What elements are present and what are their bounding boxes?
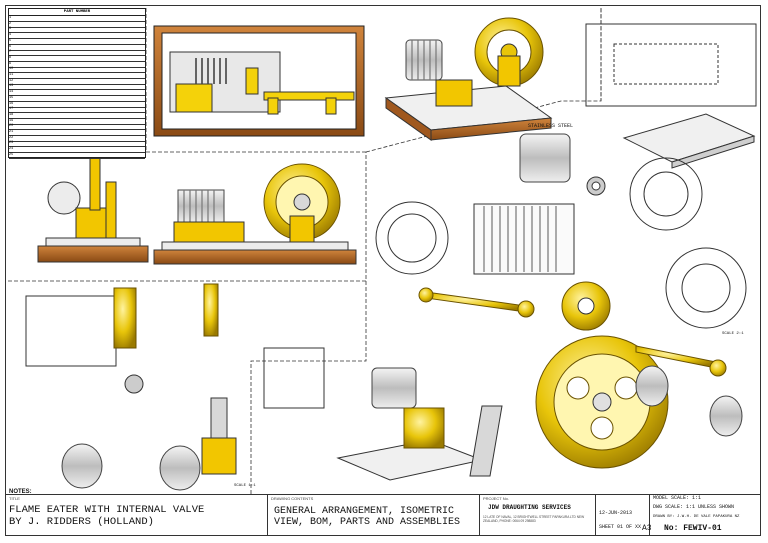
isometric-assembly (384, 17, 553, 141)
connecting-rods (418, 287, 727, 377)
scale-cell: MODEL SCALE: 1:1 DWG SCALE: 1:1 UNLESS S… (642, 495, 760, 536)
company-name: JDW DRAUGHTING SERVICES (488, 504, 571, 511)
bom-row: 2 (9, 21, 145, 28)
contents-caption: DRAWING CONTENTS (271, 496, 314, 501)
drawn-by: DRAWN BY: J.W.H. DE VALE PAPAKURA NZ (653, 515, 740, 519)
notes-label: NOTES: (9, 489, 32, 495)
cylinder-section (375, 133, 606, 275)
scale-2-1-label: SCALE 2:1 (722, 332, 744, 336)
model-scale: MODEL SCALE: 1:1 (653, 495, 702, 501)
sheet-cell: 12-JUN-2013 SHEET 01 OF XX (596, 495, 650, 536)
bom-row: 25 (9, 152, 145, 159)
flywheel-drawings (535, 157, 747, 469)
project-caption: PROJECT No. (483, 496, 509, 501)
drawing-contents: GENERAL ARRANGEMENT, ISOMETRIC VIEW, BOM… (274, 506, 460, 528)
bom-row: 12 (9, 78, 145, 85)
bom-row: 18 (9, 112, 145, 119)
drawing-date: 12-JUN-2013 (599, 510, 633, 516)
bom-row: 23 (9, 140, 145, 148)
company-address: 12 LATE OF NAVAL, 12 BRIGHTWELL STREET P… (483, 515, 585, 523)
bom-header: PART NUMBER (9, 9, 145, 16)
contents-cell: DRAWING CONTENTS GENERAL ARRANGEMENT, IS… (268, 495, 480, 536)
bom-row: 9 (9, 61, 145, 68)
title-line-2: BY J. RIDDERS (HOLLAND) (9, 515, 154, 528)
bom-row: 13 (9, 83, 145, 91)
paper-size: A3 (642, 524, 652, 533)
title-block: TITLE FLAME EATER WITH INTERNAL VALVE BY… (6, 494, 760, 536)
bom-row: 22 (9, 135, 145, 142)
dwg-scale: DWG SCALE: 1:1 UNLESS SHOWN (653, 504, 735, 510)
front-view (37, 155, 149, 263)
bom-row: 16 (9, 101, 145, 108)
bom-row: 21 (9, 129, 145, 136)
bom-row: 6 (9, 44, 145, 51)
contents-line-1: GENERAL ARRANGEMENT, ISOMETRIC (274, 506, 455, 517)
bom-row: 4 (9, 32, 145, 40)
title-cell: TITLE FLAME EATER WITH INTERNAL VALVE BY… (6, 495, 268, 536)
contents-line-2: VIEW, BOM, PARTS AND ASSEMBLIES (274, 517, 461, 529)
bom-row: 3 (9, 26, 145, 34)
sheet-border (5, 5, 761, 536)
bom-row: 7 (9, 49, 145, 57)
bom-row: 17 (9, 106, 145, 114)
sheet-number: SHEET 01 OF XX (599, 524, 642, 530)
bom-row: 1 (9, 15, 145, 22)
technical-drawing (8, 8, 757, 494)
bom-row: 8 (9, 55, 145, 62)
title-line-1: FLAME EATER WITH INTERNAL VALVE (9, 504, 205, 516)
drawing-number: No: FEWIV-01 (664, 524, 722, 533)
bom-row: 11 (9, 72, 145, 79)
exploded-assembly (336, 365, 743, 481)
bom-row: 10 (9, 66, 145, 74)
framed-top-view (153, 25, 365, 137)
bom-row: 15 (9, 95, 145, 102)
company-cell: PROJECT No. JDW DRAUGHTING SERVICES 12 L… (480, 495, 596, 536)
bom-row: 20 (9, 123, 145, 131)
bom-row: 5 (9, 38, 145, 45)
bom-row: 24 (9, 146, 145, 154)
stainless-steel-label: STAINLESS STEEL (528, 123, 574, 129)
scale-1-1-label: SCALE 1:1 (234, 484, 256, 488)
bom-row: 19 (9, 118, 145, 125)
bottom-left-parts (25, 283, 325, 491)
drawing-title: FLAME EATER WITH INTERNAL VALVE BY J. RI… (9, 504, 205, 529)
side-view (153, 163, 357, 265)
base-plate (585, 23, 757, 169)
title-caption: TITLE (9, 496, 20, 501)
bom-row: 14 (9, 89, 145, 97)
